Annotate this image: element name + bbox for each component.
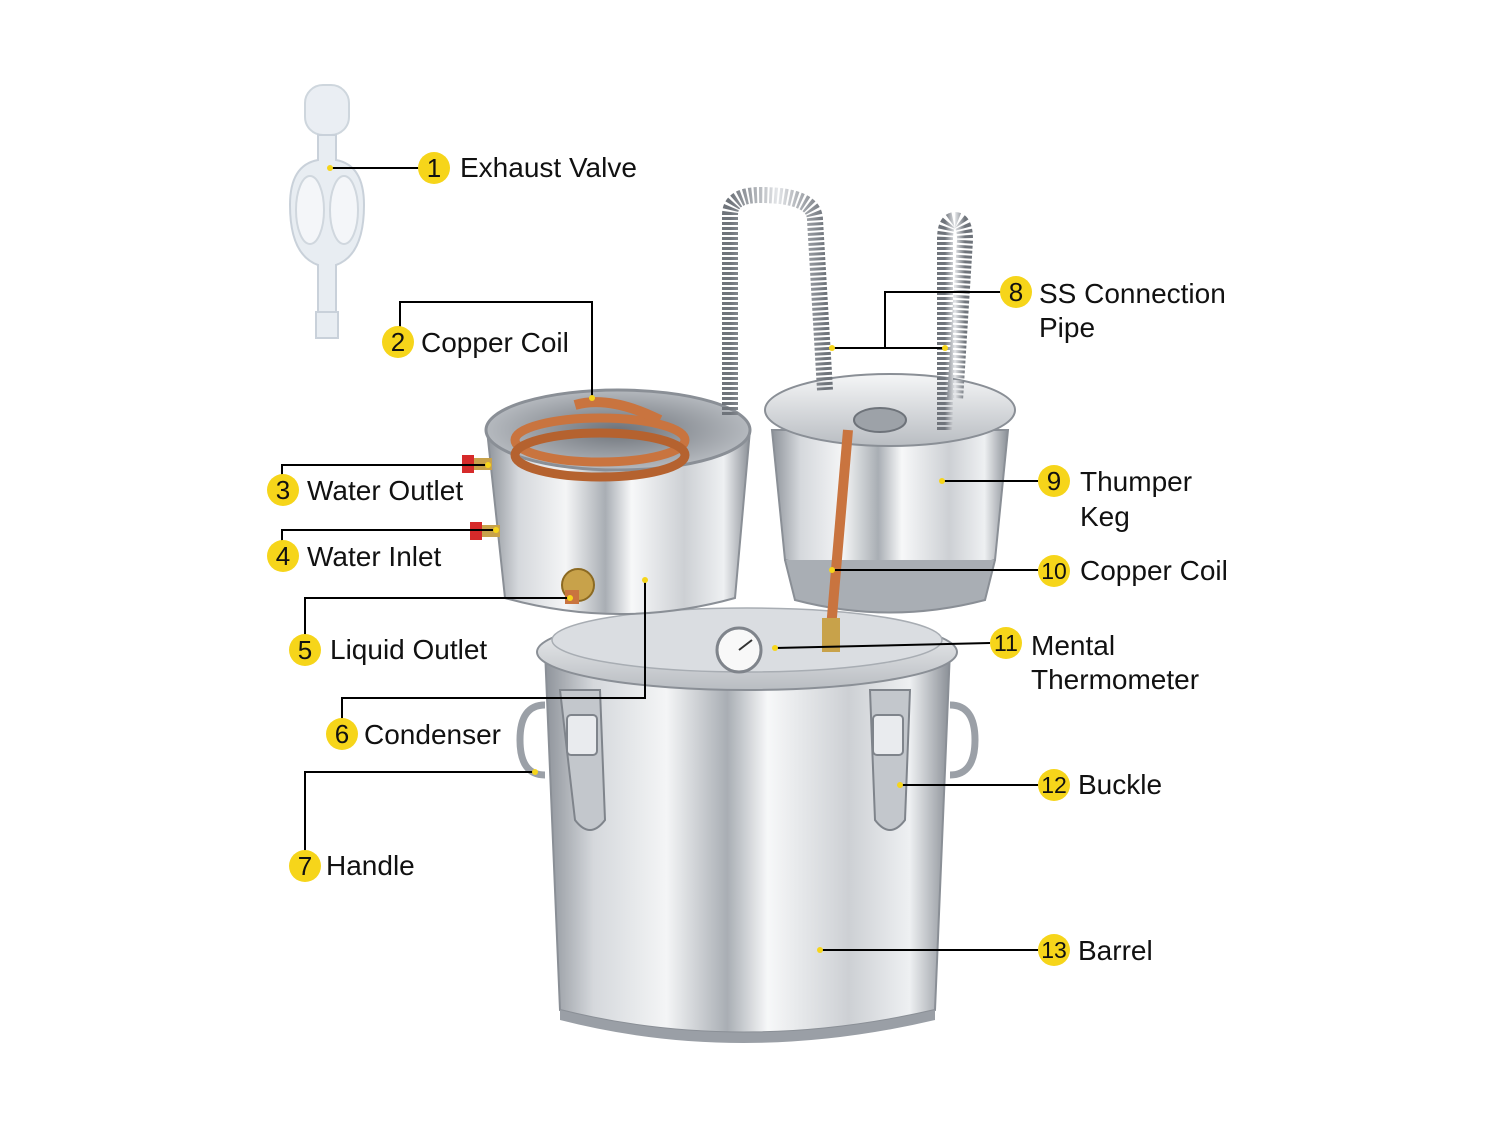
callout-8: 8 SS Connection Pipe	[1000, 276, 1226, 343]
callout-badge	[382, 326, 414, 358]
callout-number: 9	[1047, 466, 1061, 496]
callout-label-line2: Thermometer	[1031, 664, 1199, 695]
callout-11: 11 Mental Thermometer	[990, 627, 1199, 695]
callout-number: 1	[427, 153, 441, 183]
callout-number: 11	[994, 630, 1018, 656]
callout-13: 13 Barrel	[1038, 934, 1153, 966]
ss-connection-pipe-illustration	[722, 186, 974, 430]
callout-badge	[418, 152, 450, 184]
leader-5	[304, 597, 570, 648]
callout-badge	[1038, 769, 1070, 801]
callout-label-line1: Thumper	[1080, 466, 1192, 497]
callout-badge	[289, 850, 321, 882]
callout-9: 9 Thumper Keg	[1038, 465, 1192, 532]
leader-dots	[327, 165, 948, 953]
leader-7	[304, 771, 535, 865]
callout-3: 3 Water Outlet	[267, 474, 463, 506]
callout-10: 10 Copper Coil	[1038, 555, 1228, 587]
callout-2: 2 Copper Coil	[382, 326, 569, 358]
callout-label-line2: Keg	[1080, 501, 1130, 532]
callout-number: 4	[276, 541, 290, 571]
callout-1: 1 Exhaust Valve	[418, 152, 637, 184]
callout-number: 10	[1041, 558, 1067, 584]
callout-badge	[289, 634, 321, 666]
callout-label-line1: Mental	[1031, 630, 1115, 661]
callout-label: Copper Coil	[421, 327, 569, 358]
callout-7: 7 Handle	[289, 850, 415, 882]
leader-8	[832, 291, 1002, 349]
callout-number: 3	[276, 475, 290, 505]
callout-number: 2	[391, 327, 405, 357]
callout-badge	[1038, 934, 1070, 966]
callout-label: Buckle	[1078, 769, 1162, 800]
condenser-illustration	[462, 388, 752, 615]
leader-lines	[281, 167, 1038, 951]
callout-label-line1: SS Connection	[1039, 278, 1226, 309]
callout-number: 13	[1041, 937, 1067, 963]
callout-number: 5	[298, 635, 312, 665]
leader-11	[774, 642, 991, 649]
callout-badge	[1038, 465, 1070, 497]
callout-12: 12 Buckle	[1038, 769, 1162, 801]
callout-badge	[990, 627, 1022, 659]
leader-6	[341, 580, 646, 732]
callout-badge	[1000, 276, 1032, 308]
callout-number: 12	[1041, 772, 1067, 798]
callout-label: Copper Coil	[1080, 555, 1228, 586]
callout-number: 7	[298, 851, 312, 881]
exhaust-valve-illustration	[288, 84, 366, 339]
callout-label: Water Inlet	[307, 541, 442, 572]
callout-label: Condenser	[364, 719, 501, 750]
callout-label: Water Outlet	[307, 475, 463, 506]
callout-6: 6 Condenser	[326, 718, 501, 750]
callout-label: Handle	[326, 850, 415, 881]
callout-number: 8	[1009, 277, 1023, 307]
callout-label: Barrel	[1078, 935, 1153, 966]
callout-badge	[1038, 555, 1070, 587]
callout-4: 4 Water Inlet	[267, 540, 442, 572]
callout-badge	[267, 540, 299, 572]
callout-label: Exhaust Valve	[460, 152, 637, 183]
callout-number: 6	[335, 719, 349, 749]
callout-badge	[267, 474, 299, 506]
callout-label: Liquid Outlet	[330, 634, 487, 665]
barrel-illustration	[516, 607, 979, 1043]
callout-badge	[326, 718, 358, 750]
callout-label-line2: Pipe	[1039, 312, 1095, 343]
leader-2	[399, 301, 593, 398]
callout-5: 5 Liquid Outlet	[289, 634, 487, 666]
